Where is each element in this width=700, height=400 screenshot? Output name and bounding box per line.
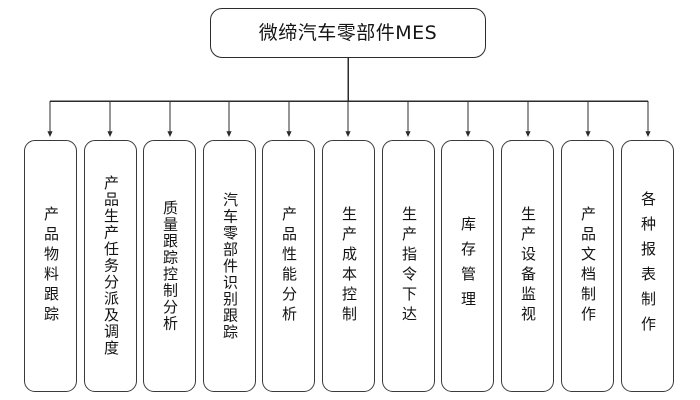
leaf-node-4[interactable]: 汽车零部件识别跟踪 bbox=[203, 140, 256, 392]
leaf-node-label-10: 产品文档制作 bbox=[579, 206, 597, 326]
leaf-node-1[interactable]: 产品物料跟踪 bbox=[24, 140, 77, 392]
leaf-node-label-9: 生产设备监视 bbox=[519, 206, 537, 326]
leaf-node-label-6: 生产成本控制 bbox=[340, 206, 358, 326]
root-node[interactable]: 微缔汽车零部件MES bbox=[210, 8, 486, 58]
leaf-node-label-5: 产品性能分析 bbox=[280, 206, 298, 326]
leaf-node-6[interactable]: 生产成本控制 bbox=[322, 140, 375, 392]
leaf-node-3[interactable]: 质量跟踪控制分析 bbox=[143, 140, 196, 392]
leaf-node-9[interactable]: 生产设备监视 bbox=[501, 140, 554, 392]
leaf-node-label-2: 产品生产任务分派及调度 bbox=[102, 175, 120, 357]
root-node-label: 微缔汽车零部件MES bbox=[258, 21, 438, 44]
leaf-node-8[interactable]: 库存管理 bbox=[441, 140, 494, 392]
leaf-node-5[interactable]: 产品性能分析 bbox=[262, 140, 315, 392]
leaf-node-7[interactable]: 生产指令下达 bbox=[382, 140, 435, 392]
leaf-node-label-11: 各种报表制作 bbox=[639, 191, 657, 341]
leaf-node-2[interactable]: 产品生产任务分派及调度 bbox=[84, 140, 137, 392]
leaf-node-label-7: 生产指令下达 bbox=[400, 206, 418, 326]
leaf-node-label-1: 产品物料跟踪 bbox=[42, 206, 60, 326]
leaf-node-label-4: 汽车零部件识别跟踪 bbox=[221, 191, 239, 341]
leaf-node-11[interactable]: 各种报表制作 bbox=[621, 140, 674, 392]
leaf-node-label-3: 质量跟踪控制分析 bbox=[161, 200, 179, 332]
leaf-node-10[interactable]: 产品文档制作 bbox=[561, 140, 614, 392]
leaf-node-label-8: 库存管理 bbox=[459, 216, 477, 316]
